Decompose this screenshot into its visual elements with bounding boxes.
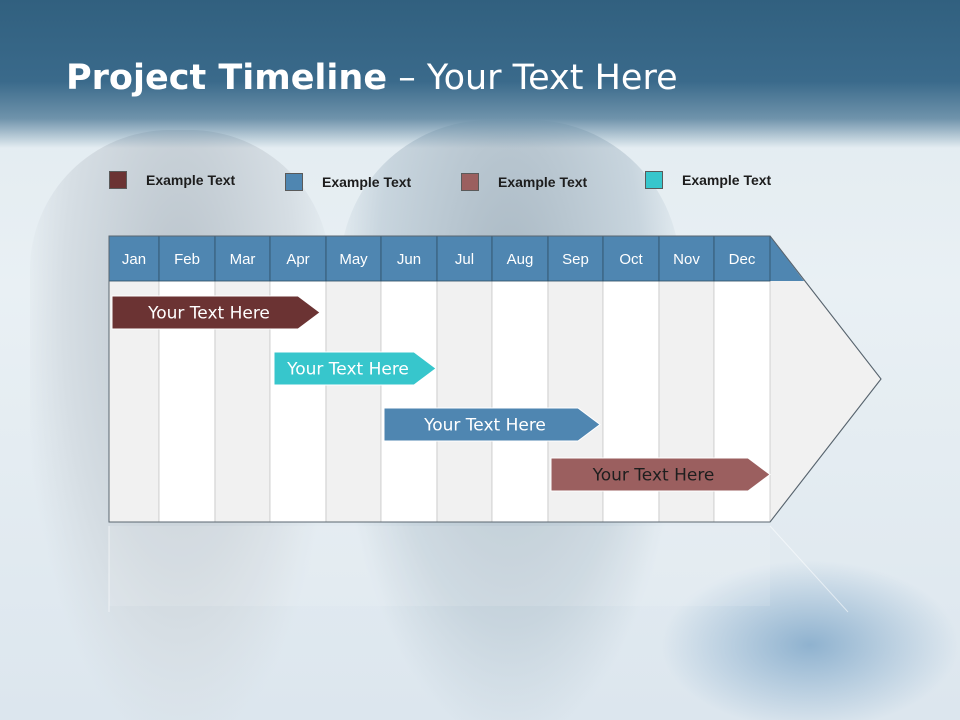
month-label-aug: Aug: [507, 251, 534, 268]
title-bold-text: Project Timeline: [66, 58, 388, 98]
title-band: [0, 0, 960, 148]
task-label-4: Your Text Here: [592, 466, 715, 486]
timeline-arrow-outline: [108, 235, 882, 523]
month-label-dec: Dec: [729, 251, 756, 268]
month-header-cell-feb: [158, 235, 216, 282]
month-label-sep: Sep: [562, 251, 589, 268]
legend-label-3: Example Text: [498, 174, 588, 190]
month-header-cell-jul: [436, 235, 493, 282]
slide-title: Project Timeline – Your Text Here: [66, 58, 678, 98]
legend-swatch-4: [645, 171, 663, 189]
month-header-cell-sep: [547, 235, 604, 282]
legend-label-2: Example Text: [322, 174, 412, 190]
task-label-1: Your Text Here: [147, 304, 270, 324]
month-header-cell-jan: [108, 235, 160, 282]
month-header-cell-nov: [658, 235, 715, 282]
legend-label-4: Example Text: [682, 172, 772, 188]
timeline-reflection-fill: [109, 526, 770, 606]
task-bar-3: [383, 407, 601, 442]
legend-swatch-3: [461, 173, 479, 191]
timeline-reflection: [108, 525, 849, 613]
legend-label-1: Example Text: [146, 172, 236, 188]
month-label-feb: Feb: [174, 251, 200, 268]
legend-swatch-2: [285, 173, 303, 191]
month-label-may: May: [339, 251, 368, 268]
month-label-nov: Nov: [673, 251, 700, 268]
task-label-2: Your Text Here: [286, 360, 409, 380]
month-column-5: [325, 280, 382, 523]
legend-swatch-1: [109, 171, 127, 189]
month-column-7: [436, 280, 493, 523]
task-label-3: Your Text Here: [423, 416, 546, 436]
month-label-jul: Jul: [455, 251, 474, 268]
month-column-8: [491, 280, 549, 523]
month-label-apr: Apr: [286, 251, 309, 268]
month-label-oct: Oct: [619, 251, 643, 268]
month-column-6: [380, 280, 438, 523]
task-bar-4: [550, 457, 771, 492]
month-header-cell-apr: [269, 235, 327, 282]
task-bar-1: [111, 295, 321, 330]
background-object-blue: [660, 560, 960, 720]
month-header-cell-oct: [602, 235, 660, 282]
title-rest-text: – Your Text Here: [387, 58, 678, 98]
month-header-cell-aug: [491, 235, 549, 282]
month-label-jun: Jun: [397, 251, 421, 268]
month-label-mar: Mar: [230, 251, 256, 268]
month-header-cell-mar: [214, 235, 271, 282]
month-label-jan: Jan: [122, 251, 146, 268]
task-bar-2: [273, 351, 437, 386]
month-header-cell-may: [325, 235, 382, 282]
